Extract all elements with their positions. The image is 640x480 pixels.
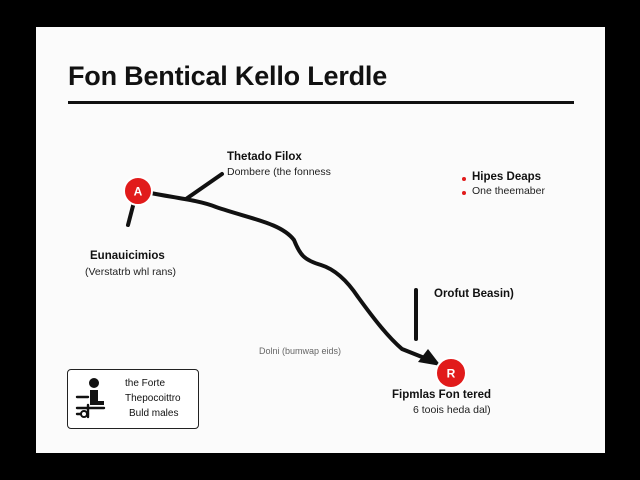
page-title: Fon Bentical Kello Lerdle bbox=[68, 61, 388, 91]
waypoint-label: Orofut Beasin) bbox=[434, 288, 514, 300]
end-node: R bbox=[435, 357, 467, 389]
start-node-label-title: Eunauicimios bbox=[90, 250, 165, 262]
end-node-label-title: Fipmlas Fon tered bbox=[392, 389, 492, 401]
note-line-1: the Forte bbox=[125, 378, 166, 389]
route-diagram: A R bbox=[123, 172, 467, 389]
legend-dot-2 bbox=[462, 191, 466, 195]
legend-dot-1 bbox=[462, 177, 466, 181]
end-node-label-subtitle: 6 toois heda dal) bbox=[413, 404, 491, 416]
start-tail bbox=[126, 200, 136, 227]
legend-item-1: Hipes Deaps bbox=[472, 171, 542, 183]
start-node: A bbox=[123, 176, 153, 206]
legend-item-2: One theemaber bbox=[472, 185, 545, 197]
end-node-letter: R bbox=[447, 367, 456, 381]
route-arrowhead bbox=[418, 349, 441, 366]
slide-canvas: Fon Bentical Kello Lerdle A R bbox=[36, 27, 605, 453]
branch-label-subtitle: Dombere (the fonness bbox=[227, 166, 331, 178]
branch-label-title: Thetado Filox bbox=[227, 151, 302, 163]
note-line-3: Buld males bbox=[129, 408, 179, 419]
start-node-letter: A bbox=[134, 185, 143, 199]
note-box: the Forte Thepocoittro Buld males bbox=[67, 369, 199, 429]
title-underline bbox=[68, 101, 574, 104]
route-path bbox=[134, 188, 434, 363]
start-node-label-subtitle: (Verstatrb whl rans) bbox=[85, 266, 177, 278]
note-line-2: Thepocoittro bbox=[125, 393, 181, 404]
mid-path-label: Dolni (bumwap eids) bbox=[259, 346, 342, 356]
branch-line bbox=[184, 172, 224, 201]
person-desk-icon bbox=[75, 378, 106, 419]
